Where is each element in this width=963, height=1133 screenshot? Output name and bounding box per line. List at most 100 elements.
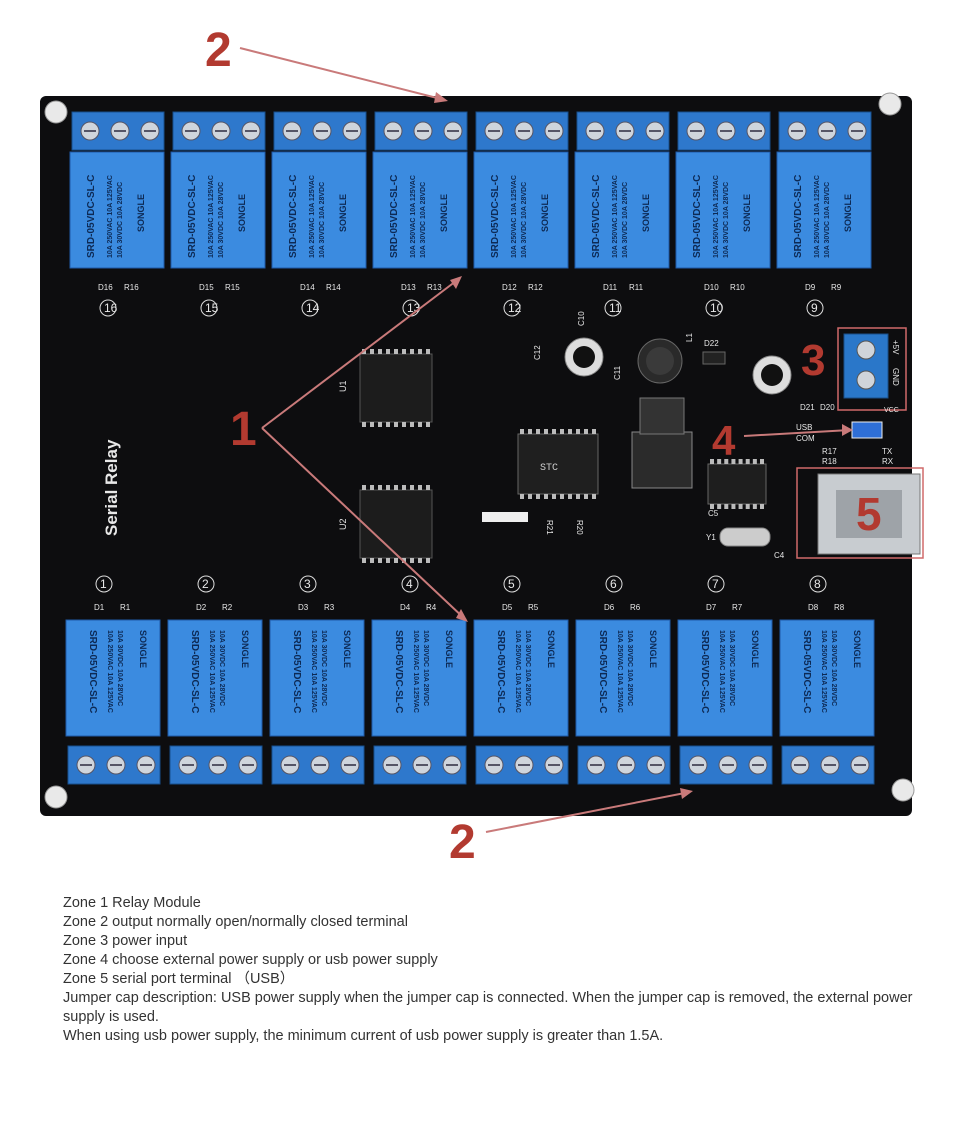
diode-label: D16 bbox=[98, 283, 113, 292]
relay-rating-label-2: 10A 30VDC 10A 28VDC bbox=[622, 182, 629, 258]
relay-rating-label: 10A 250VAC 10A 125VAC bbox=[612, 175, 619, 258]
relay-rating-label: 10A 250VAC 10A 125VAC bbox=[713, 175, 720, 258]
relay-brand-label: SONGLE bbox=[852, 630, 862, 668]
relay-rating-label-2: 10A 30VDC 10A 28VDC bbox=[422, 630, 429, 706]
relay-rating-label-2: 10A 30VDC 10A 28VDC bbox=[116, 630, 123, 706]
resistor-label: R3 bbox=[324, 603, 335, 612]
power-gnd-label: GND bbox=[891, 368, 900, 386]
relay-rating-label: 10A 250VAC 10A 125VAC bbox=[107, 175, 114, 258]
arrow-zone1-up bbox=[261, 277, 461, 429]
relay-rating-label-2: 10A 30VDC 10A 28VDC bbox=[728, 630, 735, 706]
relay-model-label: SRD-05VDC-SL-C bbox=[490, 175, 501, 258]
zone-marker-2-top: 2 bbox=[205, 24, 232, 77]
chip-pin bbox=[710, 459, 714, 464]
relay-rating-label-2: 10A 30VDC 10A 28VDC bbox=[524, 630, 531, 706]
channel-number: 2 bbox=[202, 577, 209, 591]
relay-brand-label: SONGLE bbox=[138, 630, 148, 668]
relay-rating-label-2: 10A 30VDC 10A 28VDC bbox=[626, 630, 633, 706]
relay-rating-label: 10A 250VAC 10A 125VAC bbox=[208, 630, 215, 713]
chip-pin bbox=[717, 459, 722, 464]
diode-label: D2 bbox=[196, 603, 207, 612]
mcu-label: STC bbox=[540, 463, 558, 474]
channel-circle bbox=[707, 575, 725, 593]
crystal-y1: Y1 bbox=[706, 527, 771, 547]
r20-label: R20 bbox=[575, 520, 584, 535]
c12-label: C12 bbox=[533, 345, 542, 360]
chip-pin bbox=[560, 494, 564, 499]
relay-model-label: SRD-05VDC-SL-C bbox=[793, 175, 804, 258]
relay-rating-label: 10A 250VAC 10A 125VAC bbox=[511, 175, 518, 258]
channel-number: 8 bbox=[814, 577, 821, 591]
channel-circle bbox=[299, 575, 317, 593]
chip-pin bbox=[568, 494, 572, 499]
relay-body bbox=[65, 619, 161, 737]
chip-pin bbox=[378, 485, 382, 490]
chip-pin bbox=[394, 485, 398, 490]
relay-model-label: SRD-05VDC-SL-C bbox=[591, 175, 602, 258]
chip-pin bbox=[552, 494, 556, 499]
resistor-label: R15 bbox=[225, 283, 240, 292]
header-pins bbox=[482, 512, 528, 522]
chip-pin bbox=[584, 429, 588, 434]
relay-body bbox=[779, 619, 875, 737]
resistor-label: R16 bbox=[124, 283, 139, 292]
inductor-l1: L1 bbox=[637, 333, 694, 384]
chip-pin bbox=[362, 422, 366, 427]
chip-pin bbox=[426, 422, 430, 427]
arrow-zone2-bottom bbox=[485, 791, 691, 833]
chip-pin bbox=[394, 349, 398, 354]
capacitor-c2 bbox=[752, 355, 792, 395]
relay-brand-label: SONGLE bbox=[240, 630, 250, 668]
chip-pin bbox=[370, 349, 374, 354]
relay-rating-label-2: 10A 30VDC 10A 28VDC bbox=[218, 182, 225, 258]
channel-number: 6 bbox=[610, 577, 617, 591]
u2-label: U2 bbox=[338, 518, 348, 530]
chip-pin bbox=[745, 504, 750, 509]
channel-circle bbox=[705, 299, 723, 317]
relay-body bbox=[473, 151, 569, 269]
description-block: Zone 1 Relay Module Zone 2 output normal… bbox=[63, 894, 923, 1046]
relay-body bbox=[677, 619, 773, 737]
r17-label: R17 bbox=[822, 447, 837, 456]
relay-body bbox=[371, 619, 467, 737]
relay-body bbox=[675, 151, 771, 269]
description-line-1: Zone 1 Relay Module bbox=[63, 895, 201, 911]
resistor-label: R14 bbox=[326, 283, 341, 292]
chip-pin bbox=[724, 459, 729, 464]
arrow-heads bbox=[434, 92, 853, 799]
chip-mcu: STC bbox=[517, 429, 599, 499]
d20-label: D20 bbox=[820, 403, 835, 412]
relay-rating-label-2: 10A 30VDC 10A 28VDC bbox=[117, 182, 124, 258]
relay-model-label: SRD-05VDC-SL-C bbox=[87, 630, 98, 713]
r18-label: R18 bbox=[822, 457, 837, 466]
chip-pin bbox=[731, 459, 736, 464]
chip-pin bbox=[738, 504, 743, 509]
resistor-label: R8 bbox=[834, 603, 845, 612]
y1-label: Y1 bbox=[706, 533, 716, 542]
chip-pin bbox=[362, 558, 366, 563]
bottom-relay-row: SRD-05VDC-SL-C 10A 250VAC 10A 125VAC 10A 3… bbox=[65, 575, 875, 785]
d22-label: D22 bbox=[704, 339, 719, 348]
chip-pin bbox=[378, 422, 382, 427]
relay-rating-label-2: 10A 30VDC 10A 28VDC bbox=[320, 630, 327, 706]
chip-pin bbox=[370, 422, 374, 427]
chip-pin bbox=[402, 422, 406, 427]
vcc-label: VCC bbox=[884, 407, 899, 414]
diode-label: D14 bbox=[300, 283, 315, 292]
chip-pin bbox=[536, 494, 540, 499]
relay-rating-label-2: 10A 30VDC 10A 28VDC bbox=[521, 182, 528, 258]
relay-brand-label: SONGLE bbox=[237, 194, 247, 232]
channel-circle bbox=[401, 575, 419, 593]
u1-label: U1 bbox=[338, 380, 348, 392]
relay-body bbox=[473, 619, 569, 737]
chip-pin bbox=[760, 504, 764, 509]
chip-pin bbox=[426, 485, 430, 490]
